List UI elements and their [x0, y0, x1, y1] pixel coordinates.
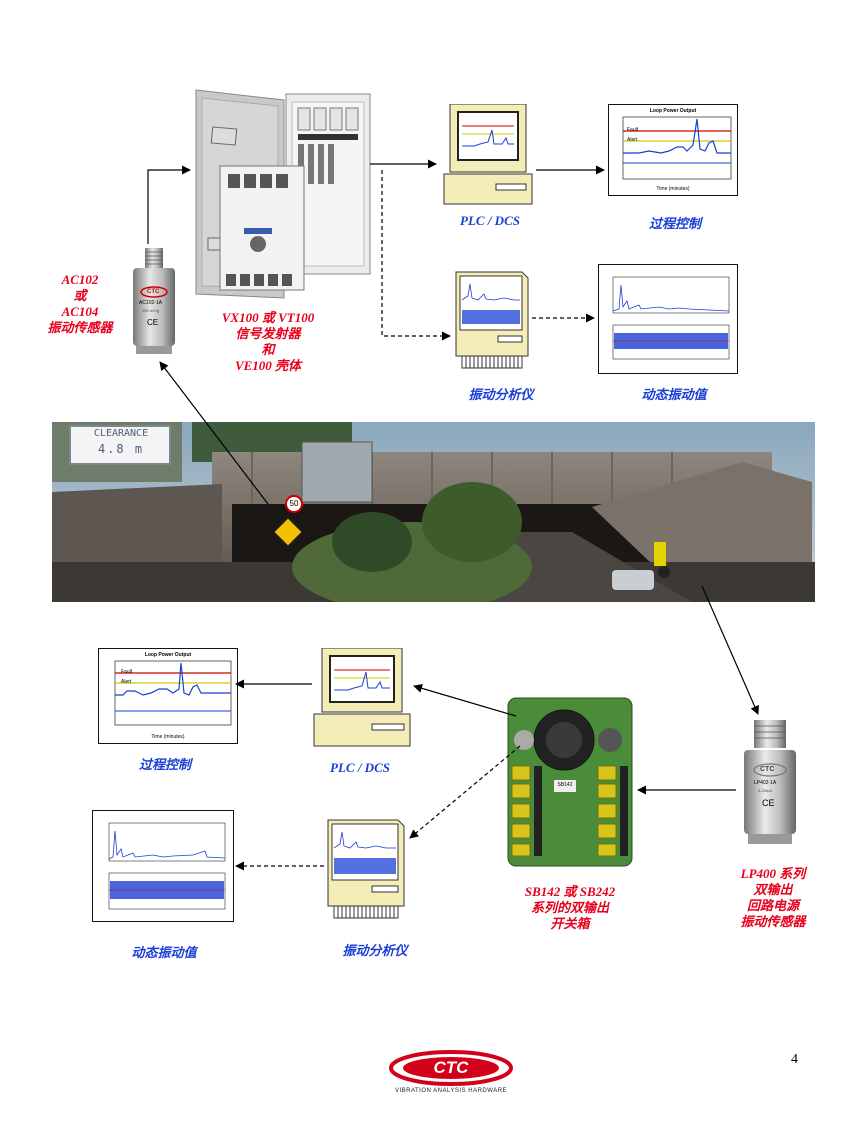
speed-sign: 50 — [289, 499, 299, 508]
lp-sensor-label: LP400 系列 双输出 回路电源 振动传感器 — [740, 866, 806, 929]
vibration-analyzer-bottom — [326, 818, 406, 922]
switch-board-label: SB142 — [557, 782, 573, 788]
logo-text: CTC — [433, 1058, 469, 1077]
dynamic-vibration-label-top: 动态振动值 — [641, 387, 707, 402]
lp-sensor-brand: CTC — [760, 766, 775, 773]
plc-monitor-top — [440, 103, 536, 208]
ac-sensor-sub: 100 mV/g — [142, 308, 160, 313]
alert-label-top: Alert — [627, 137, 638, 143]
page-number: 4 — [791, 1052, 798, 1067]
loop-power-chart-top: Loop Power Output Fault Alert Time (minu… — [608, 104, 738, 196]
plc-dcs-label-bottom: PLC / DCS — [330, 760, 390, 775]
transmitter-label: VX100 或 VT100 信号发射器 和 VE100 壳体 — [221, 310, 315, 373]
ac-sensor-label: AC102 或 AC104 振动传感器 — [47, 272, 113, 335]
lp-sensor-model: LP402-1A — [754, 780, 777, 786]
process-control-label-top: 过程控制 — [648, 216, 701, 231]
dynamic-vibration-label-bottom: 动态振动值 — [131, 945, 197, 960]
plc-monitor-bottom — [312, 647, 412, 748]
loop-chart-xlabel-bottom: Time (minutes) — [151, 734, 185, 740]
arrow-switch-to-analyzer — [409, 745, 521, 839]
arrow-photo-to-lp-sensor — [701, 585, 759, 715]
arrow-switch-to-plc — [413, 683, 517, 717]
clearance-sign-value: 4.8 m — [97, 442, 145, 456]
loop-power-chart-bottom: Loop Power Output Fault Alert Time (minu… — [98, 648, 238, 744]
ac-sensor-model: AC102-1A — [139, 300, 163, 306]
alert-label-bottom: Alert — [121, 679, 132, 685]
lp-sensor-sub: 4-20mA — [758, 788, 773, 793]
ac-sensor-brand: CTC — [147, 289, 160, 295]
dynamic-vibration-chart-top — [598, 264, 738, 374]
loop-chart-title-top: Loop Power Output — [649, 108, 697, 114]
process-control-label-bottom: 过程控制 — [138, 757, 191, 772]
loop-chart-title-bottom: Loop Power Output — [144, 652, 192, 658]
lp-sensor-image: CTC LP402-1A 4-20mA CE — [740, 720, 800, 846]
switch-box-image: SB142 — [506, 696, 634, 868]
fault-label-bottom: Fault — [121, 669, 133, 675]
ac-sensor-image: CTC AC102-1A 100 mV/g CE — [130, 248, 178, 356]
loop-chart-xlabel-top: Time (minutes) — [656, 186, 690, 192]
plc-dcs-label-top: PLC / DCS — [460, 213, 520, 228]
ce-mark-icon: CE — [762, 798, 775, 808]
arrow-photo-to-sensor — [159, 361, 269, 505]
fault-label-top: Fault — [627, 127, 639, 133]
arrow-sensor-to-transmitter — [147, 165, 191, 244]
arrow-transmitter-to-analyzer — [381, 170, 451, 341]
logo-tagline: Vibration Analysis Hardware — [394, 1088, 508, 1094]
dynamic-vibration-chart-bottom — [92, 810, 234, 922]
vibration-analyzer-top — [454, 270, 530, 370]
vibration-analyzer-label-top: 振动分析仪 — [468, 387, 534, 402]
clearance-sign-text: CLEARANCE — [93, 428, 149, 439]
vibration-analyzer-label-bottom: 振动分析仪 — [342, 943, 408, 958]
switch-box-label: SB142 或 SB242 系列的双输出 开关箱 — [524, 884, 616, 931]
ce-mark-icon: CE — [147, 318, 159, 327]
tunnel-photo: CLEARANCE 4.8 m 50 — [52, 422, 815, 602]
ctc-logo: CTC Vibration Analysis Hardware — [378, 1048, 524, 1100]
enclosure-image — [194, 88, 372, 304]
